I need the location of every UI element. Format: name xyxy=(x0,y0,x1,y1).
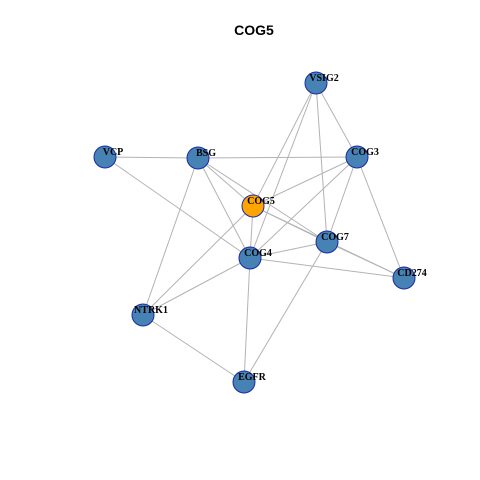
edge-vsig2-cog4 xyxy=(249,82,317,259)
node-circle-bsg xyxy=(186,146,210,170)
diagram-title: COG5 xyxy=(234,22,274,38)
node-label-cog4: COG4 xyxy=(244,248,272,259)
node-circle-egfr xyxy=(232,370,256,394)
node-circle-cog4 xyxy=(238,246,262,270)
edge-bsg-ntrk1 xyxy=(142,157,199,316)
edge-vsig2-cog7 xyxy=(315,82,328,243)
node-cog7: COG7 xyxy=(315,230,349,254)
node-cog5: COG5 xyxy=(241,194,275,218)
node-circle-cog5 xyxy=(241,194,265,218)
node-cog3: COG3 xyxy=(345,145,379,169)
node-vcp: VCP xyxy=(93,145,124,169)
edge-vsig2-cog5 xyxy=(252,82,317,207)
edge-cog3-cog5 xyxy=(252,156,358,207)
edge-vcp-cog4 xyxy=(104,156,251,259)
node-circle-ntrk1 xyxy=(131,303,155,327)
node-label-egfr: EGFR xyxy=(238,372,267,383)
edge-cog7-cd274 xyxy=(326,241,405,279)
node-label-vcp: VCP xyxy=(103,147,124,158)
edge-bsg-cog3 xyxy=(197,156,358,159)
edge-cog4-cd274 xyxy=(249,257,405,279)
node-label-bsg: BSG xyxy=(196,148,216,159)
node-cd274: CD274 xyxy=(392,266,427,290)
node-label-vsig2: VSIG2 xyxy=(309,73,338,84)
node-label-cd274: CD274 xyxy=(397,268,426,279)
node-bsg: BSG xyxy=(186,146,216,170)
edge-cog3-cog7 xyxy=(326,156,358,243)
edge-bsg-cog4 xyxy=(197,157,251,259)
node-ntrk1: NTRK1 xyxy=(131,303,168,327)
edge-cog4-egfr xyxy=(243,257,251,383)
node-circle-cog7 xyxy=(315,230,339,254)
node-cog4: COG4 xyxy=(238,246,272,270)
node-label-cog3: COG3 xyxy=(351,147,379,158)
node-label-cog5: COG5 xyxy=(247,196,275,207)
edge-layer xyxy=(104,82,405,383)
node-circle-vsig2 xyxy=(304,71,328,95)
node-circle-cog3 xyxy=(345,145,369,169)
edge-vsig2-cog3 xyxy=(315,82,358,158)
edge-vcp-bsg xyxy=(104,156,199,159)
node-vsig2: VSIG2 xyxy=(304,71,339,95)
edge-cog4-cog7 xyxy=(249,241,328,259)
edge-cog3-cd274 xyxy=(356,156,405,279)
edge-cog7-egfr xyxy=(243,241,328,383)
node-label-ntrk1: NTRK1 xyxy=(134,305,168,316)
edge-cog5-ntrk1 xyxy=(142,205,254,316)
edge-cog3-cog4 xyxy=(249,156,358,259)
node-label-cog7: COG7 xyxy=(321,232,349,243)
edge-cog4-ntrk1 xyxy=(142,257,251,316)
edge-bsg-cog5 xyxy=(197,157,254,207)
node-circle-vcp xyxy=(93,145,117,169)
edge-ntrk1-egfr xyxy=(142,314,245,383)
node-egfr: EGFR xyxy=(232,370,267,394)
node-circle-cd274 xyxy=(392,266,416,290)
